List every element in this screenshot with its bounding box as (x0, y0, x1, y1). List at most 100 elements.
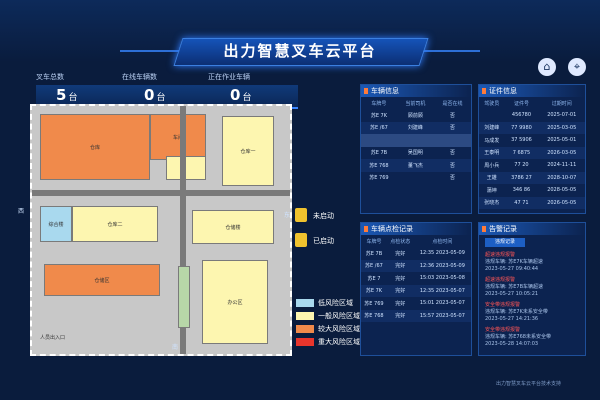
cell: 苏E 7B (365, 250, 383, 257)
map-building-warehouse-two[interactable]: 仓库二 (72, 206, 158, 242)
cell: 3786 27 (504, 171, 539, 184)
status-started: 已启动 (313, 237, 334, 245)
cell: 2026-03-05 (538, 146, 585, 159)
cell: 15:57 2023-05-07 (413, 309, 471, 322)
alarm-title: 超速违规报警 (485, 277, 516, 283)
table-row[interactable] (361, 134, 471, 147)
factory-map[interactable]: 仓库 车间 仓库一 综合楼 仓库二 仓储楼 仓储区 办公区 人员出入口 (30, 104, 292, 356)
cell (396, 134, 434, 147)
cell: 苏E 768 (361, 159, 397, 172)
cell: 47 71 (504, 196, 539, 209)
cell: 2028-10-07 (538, 171, 585, 184)
map-building-storage-area[interactable]: 仓储区 (44, 264, 160, 296)
cell: 2026-05-05 (538, 196, 585, 209)
stat-label: 叉车总数 (36, 73, 64, 81)
compass-south: 南 (172, 344, 179, 351)
tab-violations[interactable]: 违规记录 (485, 238, 525, 247)
alarm-panel: 告警记录 违规记录 超速违规报警 违规车辆: 苏E7K车辆超速 2023-05-… (478, 222, 586, 356)
legend-swatch (296, 325, 314, 333)
list-item[interactable]: 安全带违规报警 违规车辆: 苏E7K未系安全带 2023-05-27 14:21… (485, 302, 579, 323)
building-label: 仓库 (89, 144, 100, 151)
cell: 吴国明 (407, 150, 423, 157)
map-building-storage[interactable]: 仓储楼 (192, 210, 274, 244)
col-header: 点检时间 (432, 238, 453, 245)
cell: 7 6875 (504, 146, 539, 159)
building-label: 综合楼 (48, 221, 64, 228)
forklift-icon (295, 208, 307, 222)
map-building-office-area[interactable]: 办公区 (202, 260, 268, 344)
map-building-workshop[interactable]: 车间 (150, 114, 206, 160)
home-button[interactable]: ⌂ (538, 58, 556, 76)
list-item[interactable]: 超速违规报警 违规车辆: 苏E7K车辆超速 2023-05-27 09:40:4… (485, 252, 579, 273)
col-header: 是否在线 (442, 100, 463, 107)
page-title: 出力智慧叉车云平台 (223, 42, 377, 60)
alarm-title: 安全带违规报警 (485, 302, 521, 308)
legend-item: 一般风险区域 (296, 311, 360, 321)
cell: 董飞杰 (396, 159, 434, 172)
building-label: 仓储区 (94, 277, 110, 284)
risk-legend: 低风险区域 一般风险区域 较大风险区域 重大风险区域 (296, 298, 360, 347)
list-item[interactable]: 超速违规报警 违规车辆: 苏E7B车辆超速 2023-05-27 10:05:2… (485, 277, 579, 298)
cell (433, 134, 471, 147)
cell: 2025-05-01 (547, 137, 577, 144)
legend-swatch (296, 338, 314, 346)
building-label: 仓储楼 (225, 224, 241, 231)
map-building-small[interactable] (166, 156, 206, 180)
header-line-right (410, 50, 480, 52)
cell: 刘建峰 (479, 121, 505, 134)
map-building-warehouse[interactable]: 仓库 (40, 114, 150, 180)
alarm-time: 2023-05-28 14:07:03 (485, 341, 539, 347)
map-building-warehouse-one[interactable]: 仓库一 (222, 116, 274, 186)
cell: 完好 (395, 250, 406, 257)
map-building-office[interactable]: 综合楼 (40, 206, 72, 242)
footer-credit: 出力智慧叉车云平台技术支持 (496, 381, 562, 387)
stat-unit: 台 (242, 93, 252, 103)
cell: 苏E 7B (370, 150, 388, 157)
cell: 苏E 768 (361, 309, 387, 322)
col-header: 驾驶员 (484, 100, 500, 107)
cell: 苏E 7K (361, 284, 387, 297)
alarm-desc: 违规车辆: 苏E7K车辆超速 (485, 259, 543, 265)
cell: 2024-11-11 (547, 162, 577, 169)
cell: 2025-03-05 (538, 121, 585, 134)
col-header: 车牌号 (366, 238, 382, 245)
col-header: 点检状态 (390, 238, 411, 245)
alarm-time: 2023-05-27 09:40:44 (485, 266, 539, 272)
cell: 完好 (395, 275, 406, 282)
location-button[interactable]: ⌖ (568, 58, 586, 76)
list-item[interactable]: 安全带违规报警 违规车辆: 苏E768未系安全带 2023-05-28 14:0… (485, 327, 579, 348)
alarm-time: 2023-05-27 10:05:21 (485, 291, 539, 297)
legend-swatch (296, 299, 314, 307)
col-header: 当前司机 (405, 100, 426, 107)
cell: 苏E 769 (364, 300, 384, 307)
cell: 完好 (395, 300, 406, 307)
cell: 周小兵 (484, 162, 500, 169)
map-road-horizontal (32, 190, 290, 196)
alarm-time: 2023-05-27 14:21:36 (485, 316, 539, 322)
cell: 346 86 (512, 187, 531, 194)
cell: 蒲坤 (486, 187, 497, 194)
location-pin-icon: ⌖ (573, 60, 581, 73)
panel-title: 告警记录 (479, 223, 585, 235)
